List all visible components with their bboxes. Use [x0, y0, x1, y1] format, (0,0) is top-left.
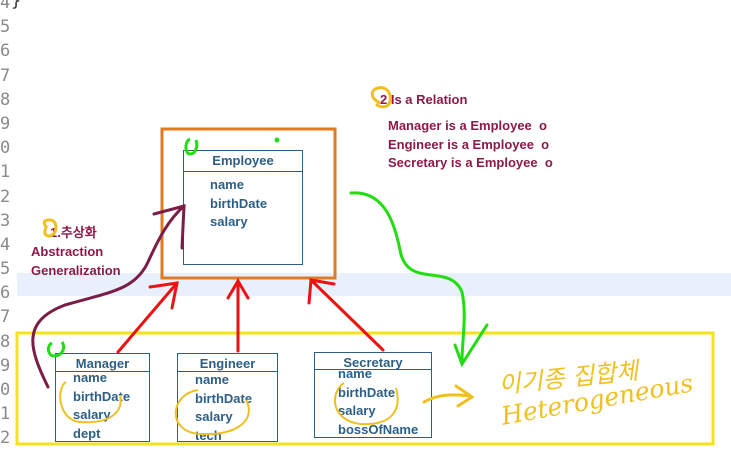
employee-attr-name: name	[210, 177, 244, 192]
manager-attr-name: name	[73, 370, 107, 385]
line-number: 7	[0, 65, 11, 86]
engineer-attr-name: name	[195, 372, 229, 387]
line-number: 6	[0, 283, 11, 304]
green-arrowhead	[453, 323, 489, 368]
engineer-attr-birthdate: birthDate	[195, 390, 253, 406]
engineer-attr-salary: salary	[195, 409, 233, 424]
abstraction-heading: 1.추상화	[50, 225, 97, 240]
green-arrow	[349, 191, 466, 364]
green-dot-mark	[274, 137, 280, 143]
line-number: 2	[0, 428, 11, 449]
employee-class-box: Employee name birthDate salary	[183, 150, 303, 265]
abstraction-arrowhead	[152, 204, 186, 250]
inheritance-arrow-manager	[116, 281, 179, 354]
closing-brace: }	[11, 0, 22, 11]
secretary-attr-bossofname: bossOfName	[338, 421, 419, 437]
secretary-attr-salary: salary	[338, 403, 376, 418]
relation-secretary: Secretary is a Employee o	[388, 155, 553, 170]
yellow-circle-mark	[42, 218, 58, 238]
green-circle-mark	[184, 137, 199, 156]
relation-engineer: Engineer is a Employee o	[388, 137, 550, 152]
manager-class-box: Manager name birthDate salary dept	[55, 353, 150, 442]
line-number: 8	[0, 89, 11, 110]
line-number: 2	[0, 186, 11, 207]
yellow-circle-mark	[370, 86, 392, 109]
line-number: 9	[0, 355, 11, 376]
line-number: 0	[0, 138, 11, 159]
inheritance-arrow-secretary	[307, 278, 385, 352]
line-number: 8	[0, 331, 11, 352]
line-number: 5	[0, 259, 11, 280]
yellow-underline-mark	[174, 389, 250, 436]
secretary-class-box: Secretary name birthDate salary bossOfNa…	[314, 352, 432, 438]
manager-class-title: Manager	[56, 354, 149, 372]
yellow-underline-mark	[334, 382, 399, 426]
manager-attr-dept: dept	[73, 425, 101, 441]
green-circle-mark	[46, 341, 66, 358]
line-number: 1	[0, 162, 11, 183]
secretary-class-title: Secretary	[315, 353, 431, 370]
line-number: 5	[0, 17, 11, 38]
line-number: 0	[0, 380, 11, 400]
secretary-attr-name: name	[338, 366, 372, 381]
line-number: 3	[0, 210, 11, 231]
engineer-class-title: Engineer	[178, 354, 277, 372]
employee-attr-birthdate: birthDate	[210, 195, 268, 211]
line-number-gutter: } 4 5 6 7 8 9 0 1 2 3 4 5 6 7 8 9 0 1 2	[0, 0, 21, 451]
yellow-arrow	[422, 384, 475, 408]
yellow-underline-mark	[59, 381, 122, 424]
line-number: 4	[0, 234, 11, 255]
abstraction-term: Abstraction	[31, 244, 104, 259]
employee-class-title: Employee	[184, 151, 302, 172]
line-number: 9	[0, 113, 11, 134]
abstraction-arrow	[31, 204, 186, 389]
relation-manager: Manager is a Employee o	[388, 118, 547, 133]
generalization-term: Generalization	[31, 263, 121, 278]
manager-attr-salary: salary	[73, 407, 111, 422]
line-number: 4	[0, 0, 11, 13]
superclass-orange-frame	[160, 127, 337, 280]
inheritance-arrow-engineer	[226, 278, 250, 353]
line-number: 7	[0, 307, 11, 328]
relation-heading: 2.Is a Relation	[380, 92, 468, 107]
line-number: 6	[0, 41, 11, 62]
secretary-attr-birthdate: birthDate	[338, 384, 396, 400]
manager-attr-birthdate: birthDate	[73, 388, 131, 404]
employee-attr-salary: salary	[210, 214, 248, 229]
line-number: 1	[0, 404, 11, 425]
